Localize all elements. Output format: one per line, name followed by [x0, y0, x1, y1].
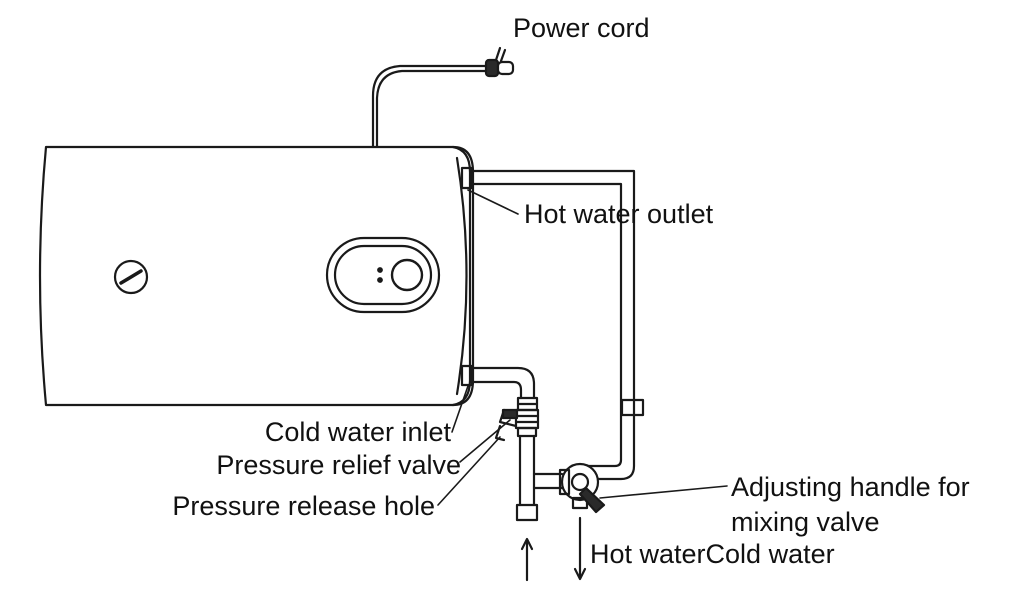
label-cold-water-inlet: Cold water inlet [265, 417, 452, 447]
heater-tank [38, 145, 475, 407]
label-adjusting-handle-line1: Adjusting handle for [731, 472, 970, 502]
label-hot-water-outlet: Hot water outlet [524, 199, 714, 229]
adjusting-handle-icon [578, 486, 606, 514]
leader-cold-water-inlet [451, 385, 469, 433]
labels: Power cord Hot water outlet Cold water i… [172, 13, 969, 569]
hot-water-arrow-icon [573, 516, 587, 581]
label-pressure-release-hole: Pressure release hole [172, 491, 435, 521]
mixing-connector-pipe [532, 472, 564, 490]
control-panel [325, 236, 441, 314]
leader-pressure-relief-valve [459, 419, 511, 463]
label-hot-water: Hot waterCold water [590, 539, 835, 569]
label-pressure-relief-valve: Pressure relief valve [216, 450, 461, 480]
label-adjusting-handle-line2: mixing valve [731, 507, 880, 537]
label-cold-water-text: Cold water [706, 539, 835, 569]
power-plug-icon [484, 46, 515, 78]
cold-water-arrow-icon [520, 537, 534, 582]
leader-adjusting-handle [599, 485, 728, 499]
power-cord [371, 64, 490, 148]
cold-water-inlet-pipe [460, 364, 540, 522]
leader-lines [437, 189, 728, 506]
leader-pressure-release-hole [437, 436, 501, 506]
pressure-relief-valve [494, 408, 519, 442]
label-hot-water-text: Hot water [590, 539, 706, 569]
leader-hot-water-outlet [467, 189, 519, 215]
label-power-cord: Power cord [513, 13, 650, 43]
hot-water-outlet-pipe [460, 166, 645, 481]
brand-logo-icon [113, 259, 149, 295]
